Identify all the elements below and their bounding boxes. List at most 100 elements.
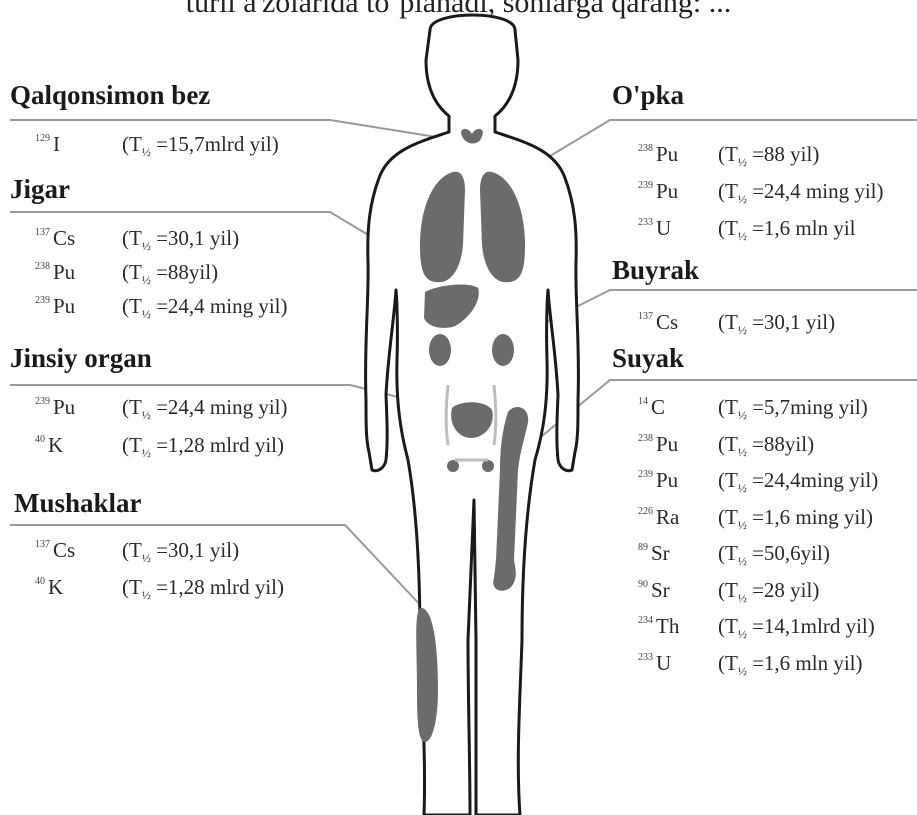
element-symbol: Pu [656, 468, 678, 492]
knee-left-shape [447, 460, 459, 472]
mass-number: 238 [35, 261, 50, 272]
isotope-symbol: 239Pu [35, 395, 75, 420]
element-symbol: I [53, 132, 60, 156]
mass-number: 40 [35, 434, 45, 445]
organ-title: Mushaklar [14, 488, 142, 519]
organ-title: Jinsiy organ [10, 343, 152, 374]
half-life: (T½ =1,28 mlrd yil) [122, 575, 284, 603]
organ-title: Jigar [10, 174, 70, 205]
element-symbol: Pu [53, 294, 75, 318]
half-life: (T½ =15,7mlrd yil) [122, 132, 279, 160]
isotope-symbol: 226Ra [638, 505, 679, 530]
half-life: (T½ =24,4 ming yil) [122, 395, 288, 423]
half-life-value: =30,1 yil) [156, 226, 239, 250]
organ-title: O'pka [612, 80, 684, 111]
organ-title: Suyak [612, 343, 684, 374]
half-life-value: =88yil) [156, 260, 218, 284]
half-life: (T½ =30,1 yil) [718, 310, 835, 338]
half-life: (T½ =14,1mlrd yil) [718, 614, 875, 642]
half-life-value: =24,4 ming yil) [752, 179, 883, 203]
mass-number: 233 [638, 652, 653, 663]
half-life: (T½ =88 yil) [718, 142, 819, 170]
half-life: (T½ =1,6 ming yil) [718, 505, 873, 533]
mass-number: 14 [638, 396, 648, 407]
half-life: (T½ =1,28 mlrd yil) [122, 433, 284, 461]
element-symbol: Pu [656, 432, 678, 456]
isotope-symbol: 233U [638, 216, 671, 241]
half-life-value: =1,6 ming yil) [752, 505, 873, 529]
half-life: (T½ =24,4 ming yil) [718, 179, 884, 207]
half-life: (T½ =5,7ming yil) [718, 395, 868, 423]
mass-number: 238 [638, 143, 653, 154]
element-symbol: Pu [53, 395, 75, 419]
mass-number: 238 [638, 433, 653, 444]
isotope-symbol: 90Sr [638, 578, 670, 603]
half-life-value: =15,7mlrd yil) [156, 132, 279, 156]
mass-number: 239 [35, 295, 50, 306]
knee-right-shape [482, 460, 494, 472]
mass-number: 137 [35, 539, 50, 550]
half-life-value: =88 yil) [752, 142, 819, 166]
organ-title: Buyrak [612, 255, 699, 286]
half-life-value: =24,4ming yil) [752, 468, 878, 492]
element-symbol: Cs [53, 538, 75, 562]
element-symbol: Sr [651, 578, 670, 602]
half-life: (T½ =1,6 mln yil [718, 216, 856, 244]
organ-title: Qalqonsimon bez [10, 80, 210, 111]
half-life-value: =28 yil) [752, 578, 819, 602]
mass-number: 129 [35, 133, 50, 144]
element-symbol: Ra [656, 505, 679, 529]
element-symbol: U [656, 651, 671, 675]
element-symbol: Pu [53, 260, 75, 284]
mass-number: 239 [638, 180, 653, 191]
half-life-value: =1,6 mln yil) [752, 651, 862, 675]
half-life-value: =24,4 ming yil) [156, 294, 287, 318]
mass-number: 239 [638, 469, 653, 480]
element-symbol: Sr [651, 541, 670, 565]
element-symbol: Th [656, 614, 679, 638]
kidney-left-shape [429, 334, 451, 366]
half-life-value: =1,6 mln yil [752, 216, 855, 240]
half-life-value: =1,28 mlrd yil) [156, 433, 284, 457]
mass-number: 239 [35, 396, 50, 407]
element-symbol: U [656, 216, 671, 240]
leader-line-lungs [510, 120, 917, 180]
half-life: (T½ =1,6 mln yil) [718, 651, 863, 679]
half-life-value: =5,7ming yil) [752, 395, 868, 419]
element-symbol: Pu [656, 179, 678, 203]
mass-number: 226 [638, 506, 653, 517]
mass-number: 234 [638, 615, 653, 626]
element-symbol: Pu [656, 142, 678, 166]
mass-number: 233 [638, 217, 653, 228]
isotope-symbol: 40K [35, 433, 63, 458]
kidney-right-shape [492, 334, 514, 366]
half-life-value: =14,1mlrd yil) [752, 614, 875, 638]
half-life: (T½ =24,4 ming yil) [122, 294, 288, 322]
mass-number: 40 [35, 576, 45, 587]
element-symbol: Cs [53, 226, 75, 250]
mass-number: 90 [638, 579, 648, 590]
half-life: (T½ =30,1 yil) [122, 538, 239, 566]
isotope-symbol: 137Cs [35, 538, 75, 563]
half-life: (T½ =88yil) [122, 260, 218, 288]
half-life-value: =24,4 ming yil) [156, 395, 287, 419]
mass-number: 137 [35, 227, 50, 238]
isotope-symbol: 238Pu [35, 260, 75, 285]
half-life-value: =50,6yil) [752, 541, 830, 565]
half-life: (T½ =24,4ming yil) [718, 468, 878, 496]
element-symbol: Cs [656, 310, 678, 334]
half-life-value: =88yil) [752, 432, 814, 456]
mass-number: 89 [638, 542, 648, 553]
half-life: (T½ =30,1 yil) [122, 226, 239, 254]
element-symbol: K [48, 575, 63, 599]
